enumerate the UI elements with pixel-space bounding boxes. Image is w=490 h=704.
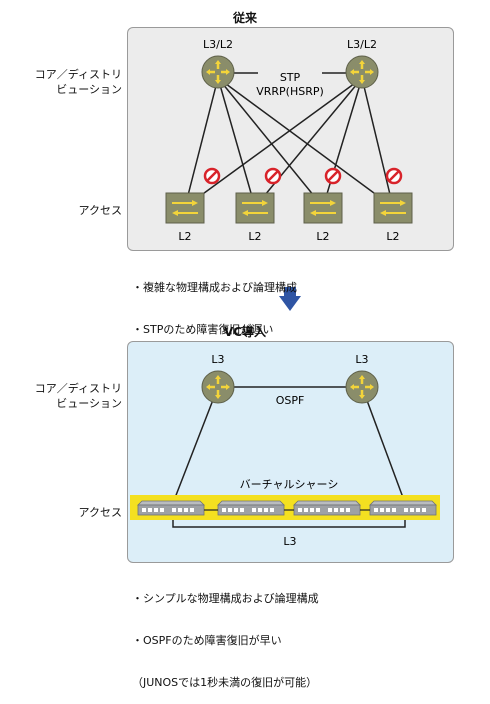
router-icon [345, 370, 379, 404]
down-arrow-icon [279, 287, 301, 311]
link-rr-s4 [361, 77, 394, 208]
link-rr-s2 [254, 77, 363, 208]
top-router-left-label: L3/L2 [203, 38, 233, 51]
top-note: ・複雑な物理構成および論理構成 [132, 281, 297, 294]
switch-icon [235, 192, 275, 224]
router-icon [345, 55, 379, 89]
virtual-chassis-label: バーチャルシャーシ [240, 478, 339, 491]
link-rr-s1 [184, 77, 363, 208]
switch-icon [217, 500, 285, 516]
link-lr-s4 [217, 77, 394, 208]
top-router-right-label: L3/L2 [347, 38, 377, 51]
bottom-notes: ・シンプルな物理構成および論理構成 ・OSPFのため障害復旧が早い （JUNOS… [132, 564, 319, 704]
link-lr-s2 [217, 77, 256, 208]
bottom-note: （JUNOSでは1秒未満の復旧が可能） [132, 676, 318, 689]
top-uplinks [184, 72, 394, 208]
vc-ring-label: L3 [283, 535, 296, 548]
switch-icon [369, 500, 437, 516]
bottom-links [172, 386, 406, 528]
link-rr-s3 [322, 77, 363, 208]
blocked-icon [264, 167, 282, 185]
top-diagram: L3/L2 L3/L2 STP VRRP(HSRP) L2 L2 L2 L2 [165, 38, 413, 311]
top-access-label: アクセス [78, 204, 122, 217]
router-icon [201, 55, 235, 89]
blocked-icon [324, 167, 342, 185]
top-core-label: コア／ディストリ ビューション [10, 67, 122, 97]
bottom-core-label: コア／ディストリ ビューション [10, 381, 122, 411]
link-right-vc [361, 386, 406, 504]
bottom-access-label: アクセス [78, 506, 122, 519]
top-switches [165, 192, 413, 224]
switch-icon [303, 192, 343, 224]
router-icon [201, 370, 235, 404]
link-lr-s3 [217, 77, 324, 208]
bottom-note: ・シンプルな物理構成および論理構成 [132, 592, 319, 605]
bottom-note: ・OSPFのため障害復旧が早い [132, 634, 282, 647]
bottom-diagram: L3 L3 OSPF バーチャルシャーシ L3 [130, 353, 440, 548]
bottom-link-label: OSPF [276, 394, 305, 407]
top-blocked-ports [203, 167, 403, 185]
vc-ring-line [172, 516, 406, 528]
blocked-icon [203, 167, 221, 185]
switch-icon [293, 500, 361, 516]
link-label-bg [258, 68, 322, 96]
top-switch-label: L2 [386, 230, 399, 243]
bottom-core-label-line2: ビューション [56, 397, 122, 410]
link-left-vc [172, 386, 219, 504]
switch-icon [137, 500, 205, 516]
bottom-title: VC導入 [223, 325, 267, 339]
bottom-router-left-label: L3 [211, 353, 224, 366]
top-switch-label: L2 [316, 230, 329, 243]
blocked-icon [385, 167, 403, 185]
bottom-router-right-label: L3 [355, 353, 368, 366]
bottom-panel [127, 341, 454, 563]
top-switch-label: L2 [178, 230, 191, 243]
top-notes: ・複雑な物理構成および論理構成 ・STPのため障害復旧が遅い [132, 253, 297, 351]
top-switch-label: L2 [248, 230, 261, 243]
top-link-label-stp: STP [280, 71, 301, 84]
switch-icon [373, 192, 413, 224]
switch-icon [165, 192, 205, 224]
bottom-core-label-line1: コア／ディストリ [34, 382, 122, 395]
top-core-label-line1: コア／ディストリ [34, 68, 122, 81]
top-note: ・STPのため障害復旧が遅い [132, 323, 274, 336]
top-title: 従来 [232, 11, 257, 25]
top-link-label-vrrp: VRRP(HSRP) [256, 85, 324, 98]
top-core-label-line2: ビューション [56, 83, 122, 96]
link-lr-s1 [184, 77, 219, 208]
